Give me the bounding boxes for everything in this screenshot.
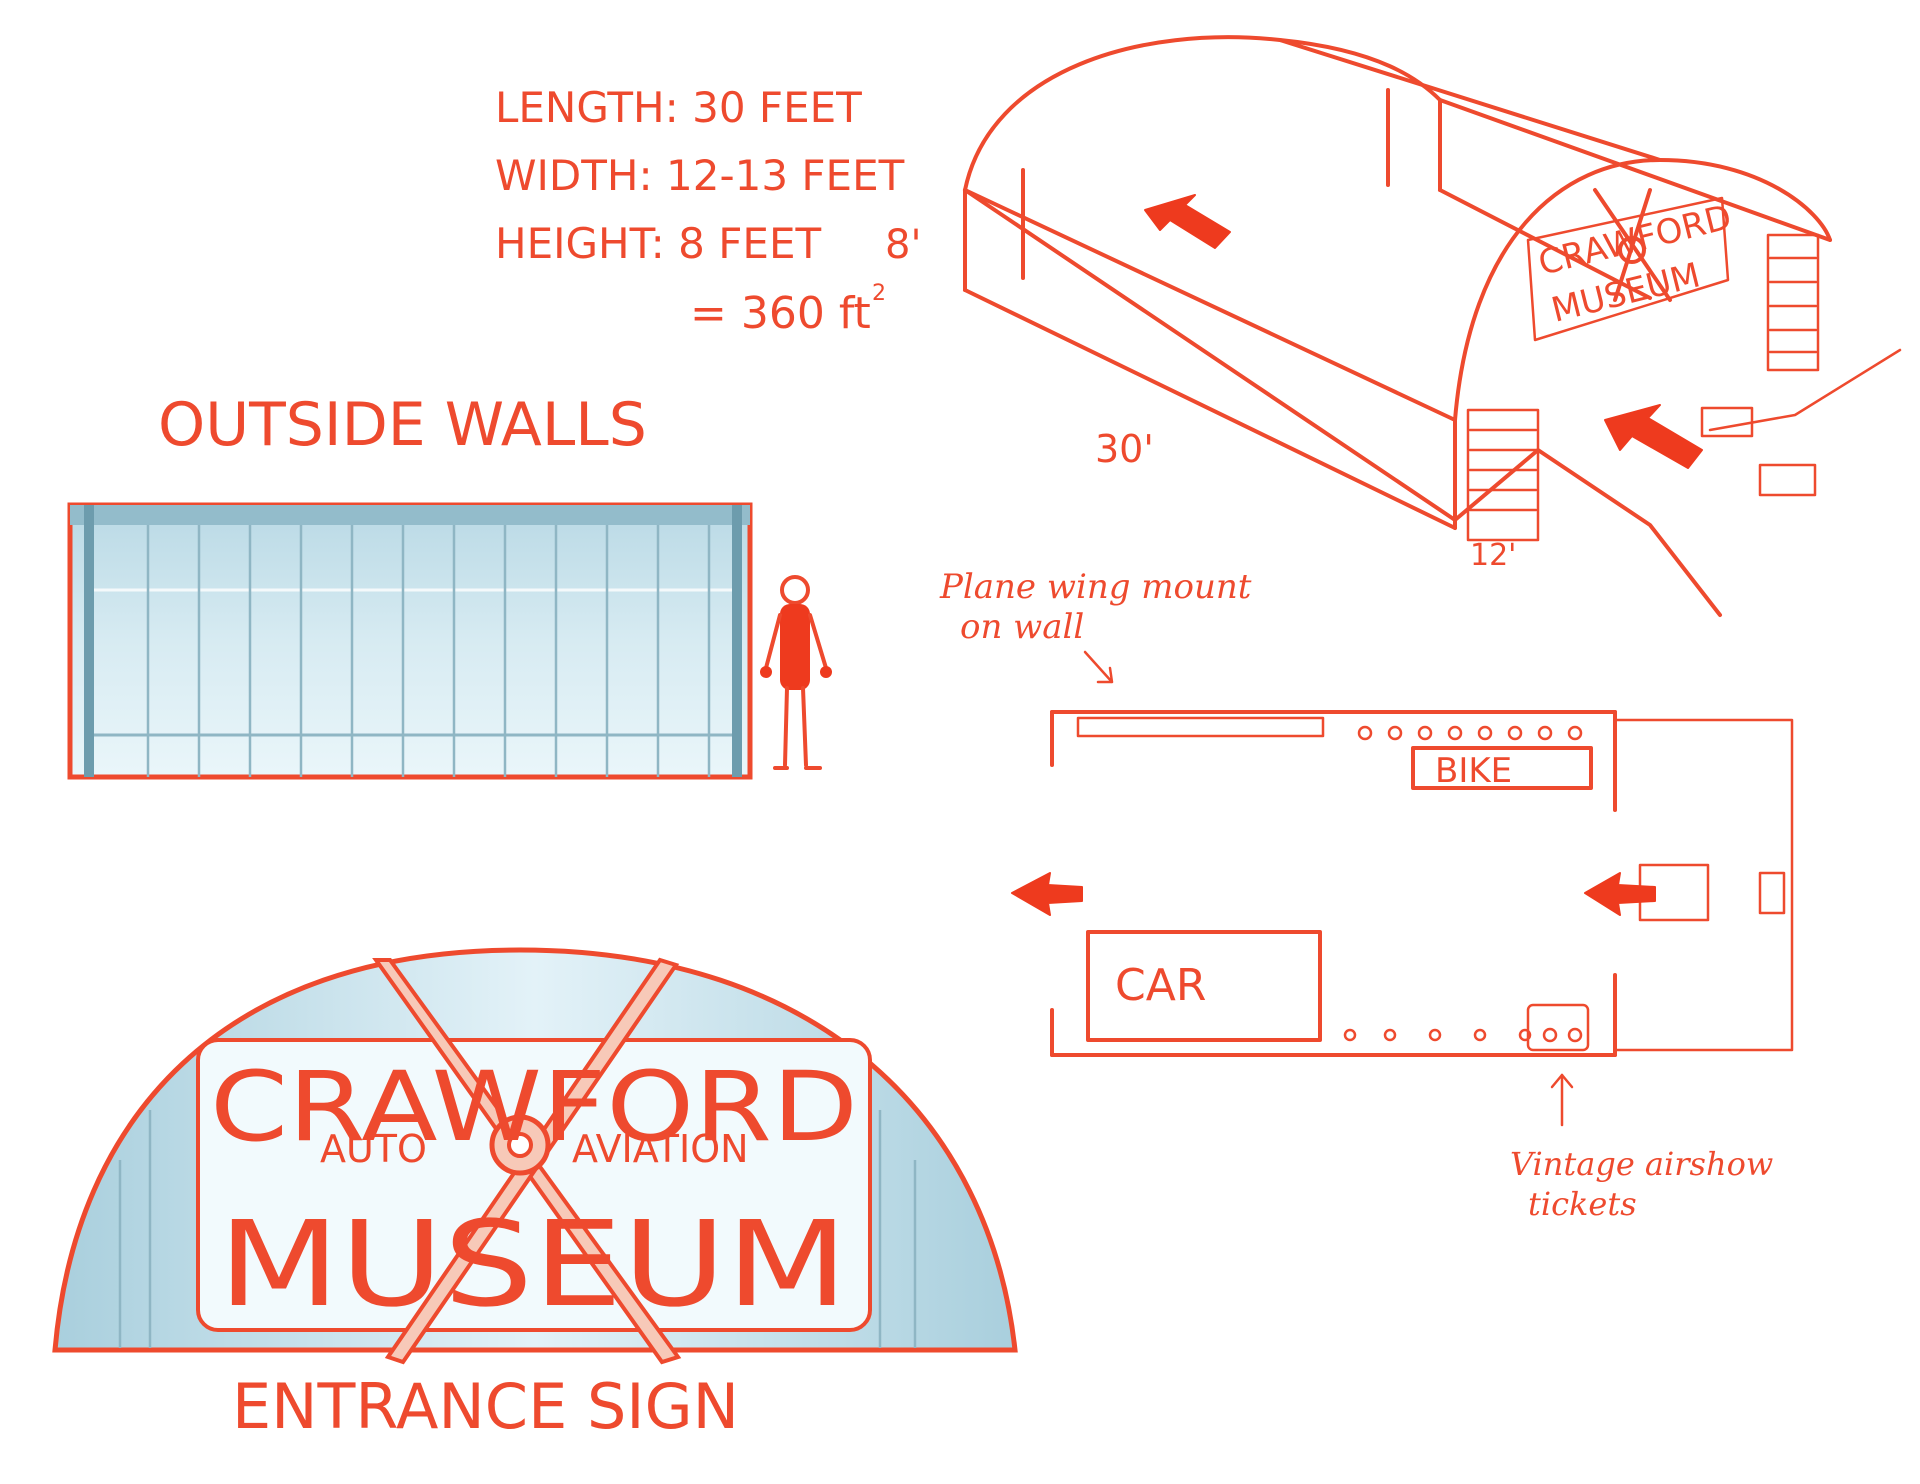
hangar-length-label: 30': [1095, 427, 1154, 471]
hangar-inner-floor: [1438, 188, 1652, 300]
hangar-door-right-slats: [1768, 256, 1818, 354]
plan-exit-arrow: [1011, 872, 1083, 916]
plan-entry-arrow: [1584, 872, 1656, 916]
hangar-ramp-box-2: [1758, 463, 1817, 497]
hangar-bottom-edge: [963, 288, 1457, 530]
bike-display[interactable]: [1411, 746, 1593, 790]
tickets-stanchion-2: [1567, 1027, 1583, 1043]
length-note: LENGTH: 30 FEET: [495, 83, 862, 132]
human-scale-figure: [760, 575, 832, 770]
hangar-ramp-top: [1708, 348, 1902, 432]
outside-wall-right-post: [732, 505, 742, 777]
height-note: HEIGHT: 8 FEET: [495, 219, 821, 268]
entrance-sign-aviation: AVIATION: [572, 1127, 749, 1171]
height-marker: 8': [885, 222, 921, 268]
hangar-sign-panel: [1526, 196, 1730, 342]
hangar-door-left: [1466, 408, 1540, 542]
width-note: WIDTH: 12-13 FEET: [495, 151, 905, 200]
hangar-roof-edge: [1438, 98, 1832, 242]
wing-mount-pointer: [1083, 650, 1114, 684]
outside-walls-section: OUTSIDE WALLS: [67, 390, 832, 780]
outside-wall-left-post: [84, 505, 94, 777]
wing-mount-note-line2: on wall: [960, 607, 1084, 647]
hangar-arrow-inner: [1144, 194, 1231, 249]
outside-walls-title: OUTSIDE WALLS: [158, 390, 647, 460]
tickets-pointer-head: [1550, 1073, 1574, 1089]
car-label: CAR: [1115, 960, 1206, 1011]
airshow-tickets-display[interactable]: [1526, 1003, 1590, 1052]
outside-wall-top-band: [70, 505, 750, 525]
entrance-sign: CRAWFORD AUTO AVIATION MUSEUM ENTRANCE S…: [52, 947, 1018, 1443]
floor-plan: Plane wing mount on wall BIKE CAR: [939, 567, 1794, 1223]
hangar-sign-hub: [1618, 236, 1646, 264]
entrance-sign-crawford: CRAWFORD: [210, 1051, 858, 1163]
propeller-spinner: [507, 1132, 533, 1158]
area-note: = 360 ft: [690, 288, 871, 339]
tickets-note-line2: tickets: [1528, 1185, 1637, 1223]
lobby-door: [1758, 871, 1786, 915]
propeller: [372, 957, 682, 1365]
hangar-roof-front: [1453, 158, 1832, 422]
entrance-sign-auto: AUTO: [320, 1127, 427, 1171]
car-display[interactable]: [1086, 930, 1322, 1042]
hangar-door-right: [1766, 233, 1820, 372]
hangar-roof-back: [963, 35, 1442, 192]
tickets-note-line1: Vintage airshow: [1510, 1145, 1773, 1183]
entrance-sign-caption: ENTRANCE SIGN: [232, 1370, 739, 1443]
bike-label: BIKE: [1435, 751, 1512, 791]
bike-stanchions: [1357, 725, 1583, 741]
wing-mount-note-line1: Plane wing mount: [939, 567, 1252, 607]
tickets-stanchion-1: [1542, 1027, 1558, 1043]
dimension-notes: LENGTH: 30 FEET WIDTH: 12-13 FEET HEIGHT…: [495, 83, 921, 339]
outside-wall-mullions: [146, 525, 711, 777]
hangar-sign-propeller-2: [1613, 188, 1652, 302]
entrance-sign-museum: MUSEUM: [218, 1195, 848, 1333]
outside-wall-panel: [67, 502, 753, 780]
hangar-ramp-box: [1700, 406, 1754, 438]
hangar-perspective: CRAWFORD MUSEUM 30' 12': [963, 35, 1902, 617]
car-stanchions: [1343, 1028, 1532, 1042]
hangar-door-left-slats: [1468, 428, 1538, 512]
hangar-ridge: [1278, 38, 1662, 162]
hangar-wall-top: [963, 188, 1457, 422]
hangar-arrow-entry: [1604, 404, 1703, 469]
entrance-sign-arch-ribs: [118, 1110, 917, 1348]
hangar-width-label: 12': [1470, 538, 1516, 573]
plan-lobby: [1613, 718, 1794, 1052]
plane-wing-mount: [1076, 716, 1325, 738]
area-exponent: 2: [872, 281, 886, 306]
